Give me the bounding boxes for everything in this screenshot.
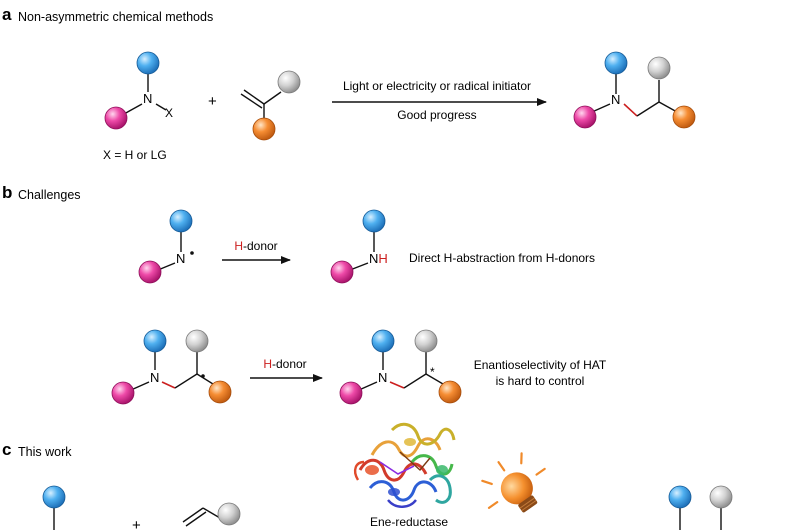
product-c: [668, 485, 733, 530]
pink-substituent-ball: [138, 260, 162, 284]
radical-dot: [201, 374, 205, 378]
radical-atom-n: N: [176, 251, 185, 266]
atom-x: X: [165, 106, 173, 120]
arrow-condition-bottom: Good progress: [397, 108, 476, 122]
blue-substituent-ball: [143, 329, 167, 353]
atom-n: N: [143, 91, 152, 106]
nitrogen-radical: N: [138, 209, 194, 284]
h-donor-label: H-donor: [234, 239, 277, 253]
pink-substituent-ball: [573, 105, 597, 129]
panel-a-title: Non-asymmetric chemical methods: [18, 10, 213, 24]
reactant-alkene: [240, 70, 301, 141]
protein-ribbon-icon: [353, 422, 456, 508]
panel-b-letter: b: [2, 183, 12, 202]
product-atom-nh: NH: [369, 251, 388, 266]
plus-sign: +: [208, 93, 217, 110]
direct-abstraction-note: Direct H-abstraction from H-donors: [409, 251, 595, 265]
pink-substituent-ball: [111, 381, 135, 405]
radical-dot: [190, 251, 194, 255]
orange-substituent-ball: [252, 117, 276, 141]
reactant-amine: N X: [104, 51, 173, 130]
orange-substituent-ball: [208, 380, 232, 404]
radical-atom-n-2: N: [150, 370, 159, 385]
grey-substituent-ball: [277, 70, 301, 94]
enantioselectivity-note-line1: Enantioselectivity of HAT: [474, 358, 607, 372]
pink-substituent-ball: [330, 260, 354, 284]
enantioselectivity-note-line2: is hard to control: [496, 374, 585, 388]
panel-b-title: Challenges: [18, 188, 81, 202]
blue-substituent-ball: [668, 485, 692, 509]
x-definition-note: X = H or LG: [103, 148, 167, 162]
blue-substituent-ball: [362, 209, 386, 233]
arrow-condition-top: Light or electricity or radical initiato…: [343, 79, 531, 93]
product-a: N: [573, 51, 696, 129]
blue-substituent-ball: [371, 329, 395, 353]
panel-c-title: This work: [18, 445, 72, 459]
blue-substituent-ball: [42, 485, 66, 509]
product-atom-n-2: N: [378, 370, 387, 385]
reactant-alkene-c: [182, 502, 241, 527]
panel-c-letter: c: [2, 440, 11, 459]
blue-substituent-ball: [136, 51, 160, 75]
grey-substituent-ball: [185, 329, 209, 353]
blue-substituent-ball: [169, 209, 193, 233]
panel-c: c This work +: [2, 422, 733, 530]
reactant-amine-c: [42, 485, 66, 530]
plus-sign-c: +: [132, 517, 141, 530]
pink-substituent-ball: [104, 106, 128, 130]
product-atom-n: N: [611, 92, 620, 107]
grey-substituent-ball: [647, 56, 671, 80]
orange-substituent-ball: [438, 380, 462, 404]
grey-substituent-ball: [709, 485, 733, 509]
panel-a-letter: a: [2, 5, 12, 24]
panel-b: b Challenges N H-donor NH Direct H-abstr…: [2, 183, 607, 405]
light-bulb-icon: [481, 452, 546, 513]
grey-substituent-ball: [217, 502, 241, 526]
panel-a: a Non-asymmetric chemical methods N X X …: [2, 5, 696, 162]
blue-substituent-ball: [604, 51, 628, 75]
pink-substituent-ball: [339, 381, 363, 405]
h-donor-label-2: H-donor: [263, 357, 306, 371]
ene-reductase-label: Ene-reductase: [370, 515, 448, 529]
amine-product: NH: [330, 209, 388, 284]
hat-product: N *: [339, 329, 462, 405]
stereocenter-star: *: [430, 365, 435, 379]
carbon-radical: N: [111, 329, 232, 405]
orange-substituent-ball: [672, 105, 696, 129]
grey-substituent-ball: [414, 329, 438, 353]
